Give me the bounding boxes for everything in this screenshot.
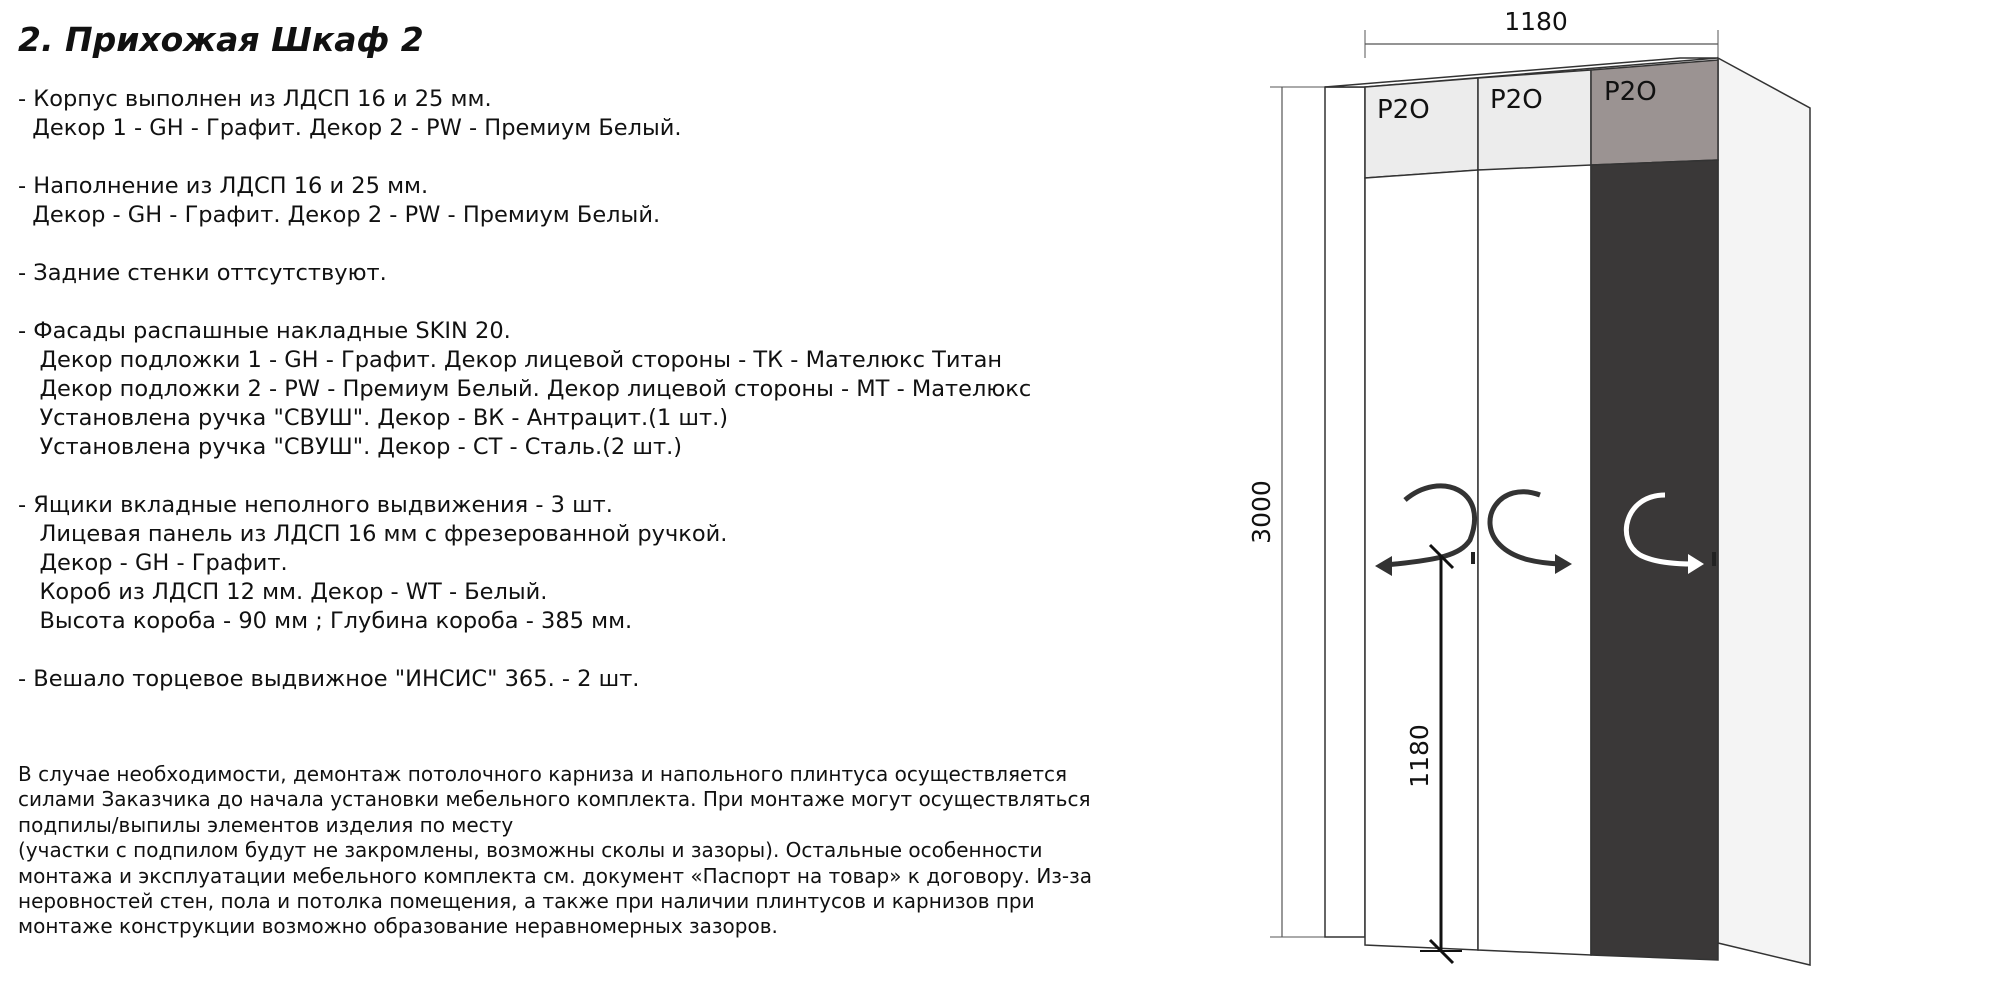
installation-note: В случае необходимости, демонтаж потолоч… xyxy=(18,762,1092,940)
note-line: подпилы/выпилы элементов изделия по мест… xyxy=(18,812,514,837)
mezzanine-label-2: P2O xyxy=(1490,85,1543,115)
width-label: 1180 xyxy=(1504,7,1568,36)
handle-right xyxy=(1712,552,1716,566)
spec-line xyxy=(18,230,1031,259)
mezzanine-label-1: P2O xyxy=(1377,95,1430,125)
height-label: 3000 xyxy=(1247,480,1276,544)
page-title: 2. Прихожая Шкаф 2 xyxy=(18,20,424,59)
spec-list: - Корпус выполнен из ЛДСП 16 и 25 мм. Де… xyxy=(18,85,1031,694)
spec-line: - Корпус выполнен из ЛДСП 16 и 25 мм. xyxy=(18,86,492,112)
spec-line: Декор подложки 2 - PW - Премиум Белый. Д… xyxy=(18,376,1032,402)
spec-line: Декор - GH - Графит. xyxy=(18,550,288,576)
spec-line: Лицевая панель из ЛДСП 16 мм с фрезерова… xyxy=(18,521,728,547)
spec-line: Короб из ЛДСП 12 мм. Декор - WT - Белый. xyxy=(18,579,548,605)
open-arrow-right xyxy=(1623,492,1704,574)
note-line: монтаже конструкции возможно образование… xyxy=(18,914,778,939)
spec-line: Декор - GH - Графит. Декор 2 - PW - Прем… xyxy=(18,202,661,228)
spec-line: - Фасады распашные накладные SKIN 20. xyxy=(18,318,511,344)
spec-line: Декор подложки 1 - GH - Графит. Декор ли… xyxy=(18,347,1003,373)
spec-line: - Задние стенки оттсутствуют. xyxy=(18,260,387,286)
mezzanine-door-3 xyxy=(1590,59,1719,166)
spec-line xyxy=(18,143,1031,172)
open-arrow-left xyxy=(1375,483,1478,576)
spec-line: - Ящики вкладные неполного выдвижения - … xyxy=(18,492,613,518)
open-arrow-middle xyxy=(1487,489,1572,574)
note-line: (участки с подпилом будут не закромлены,… xyxy=(18,838,1043,863)
handle-height-dimension: 1180 xyxy=(1405,543,1462,965)
wardrobe-drawing: 1180 3000 P2O P2O P2O 11 xyxy=(1247,7,1811,966)
note-line: монтажа и эксплуатации мебельного компле… xyxy=(18,863,1093,888)
handle-left xyxy=(1471,552,1475,564)
note-line: В случае необходимости, демонтаж потолоч… xyxy=(18,762,1068,786)
spec-line: - Вешало торцевое выдвижное "ИНСИС" 365.… xyxy=(18,666,640,692)
mezzanine-door-1 xyxy=(1364,77,1479,179)
spec-line xyxy=(18,288,1031,317)
note-line: силами Заказчика до начала установки меб… xyxy=(18,787,1091,812)
wardrobe-left-panel xyxy=(1324,86,1366,938)
width-dimension: 1180 xyxy=(1364,7,1719,58)
spec-line: Декор 1 - GH - Графит. Декор 2 - PW - Пр… xyxy=(18,115,682,141)
spec-line: - Наполнение из ЛДСП 16 и 25 мм. xyxy=(18,173,429,199)
mezzanine-label-3: P2O xyxy=(1604,77,1657,107)
spec-line xyxy=(18,636,1031,665)
spec-line xyxy=(18,462,1031,491)
spec-line: Установлена ручка "СВУШ". Декор - ВК - А… xyxy=(18,405,729,431)
height-dimension: 3000 xyxy=(1247,86,1330,938)
spec-line: Высота короба - 90 мм ; Глубина короба -… xyxy=(18,608,633,634)
handle-height-label: 1180 xyxy=(1405,724,1434,788)
wardrobe-right-side xyxy=(1717,56,1811,966)
note-line: неровностей стен, пола и потолка помещен… xyxy=(18,888,1035,913)
spec-line: Установлена ручка "СВУШ". Декор - СТ - С… xyxy=(18,434,683,460)
